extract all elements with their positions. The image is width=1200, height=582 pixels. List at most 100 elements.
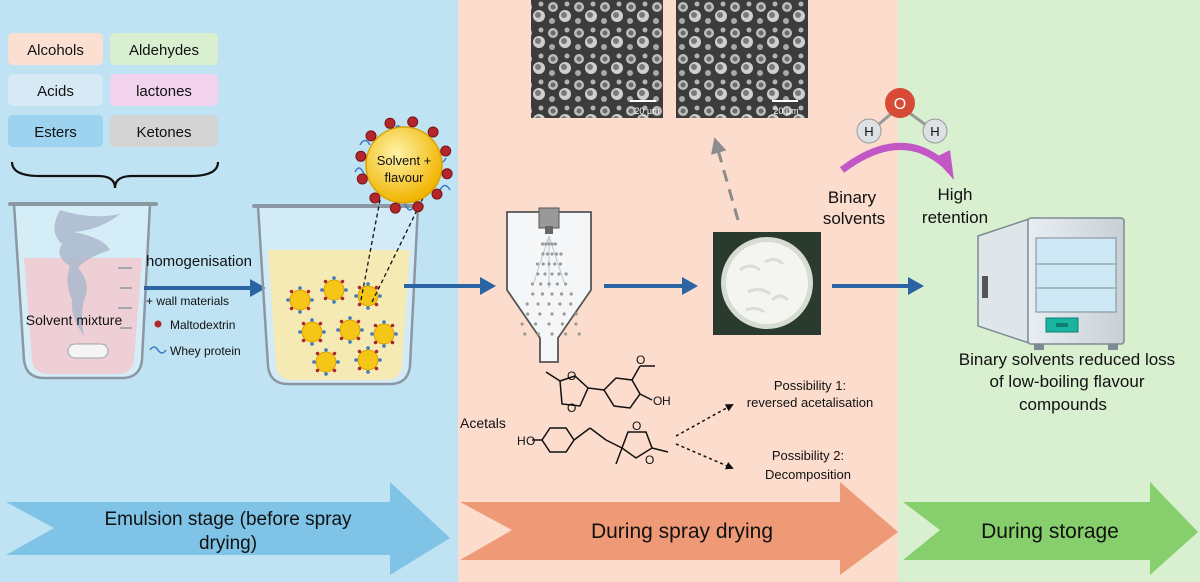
spray-particle-icon xyxy=(574,322,578,326)
acetal-atom: H xyxy=(517,434,526,448)
acetal-atom: O xyxy=(526,434,535,448)
maltodextrin-particle-icon xyxy=(431,188,443,200)
emulsion-droplet-icon xyxy=(312,348,340,376)
maltodextrin-particle-icon xyxy=(441,168,453,180)
sem-image-left xyxy=(531,0,663,118)
emulsion-droplet-icon xyxy=(286,286,314,314)
spray-particle-icon xyxy=(555,282,559,286)
spray-particle-icon xyxy=(534,322,538,326)
emulsion-droplet-icon xyxy=(336,316,364,344)
emulsion-droplet-icon xyxy=(320,276,348,304)
spray-particle-icon xyxy=(539,282,543,286)
spray-stage-banner xyxy=(460,482,898,575)
spray-particle-icon xyxy=(523,332,527,336)
incubator-icon xyxy=(977,216,1125,350)
acetal-atom: H xyxy=(662,394,671,408)
compound-class-tags: Alcohols Aldehydes Acids lactones Esters… xyxy=(8,33,218,147)
emulsion-droplet-icon xyxy=(370,320,398,348)
water-hydrogen-label: H xyxy=(930,124,939,139)
maltodextrin-particle-icon xyxy=(365,130,377,142)
spray-particle-icon xyxy=(547,262,551,266)
homogenisation-label: homogenisation xyxy=(146,253,252,270)
maltodextrin-particle-icon xyxy=(356,173,368,185)
tag-esters xyxy=(8,115,103,147)
spray-particle-icon xyxy=(536,332,541,336)
powder-dish-icon xyxy=(713,232,821,335)
spray-particle-icon xyxy=(550,332,554,336)
spray-particle-icon xyxy=(547,302,551,306)
spray-particle-icon xyxy=(577,332,581,336)
spray-particle-icon xyxy=(530,282,535,286)
spray-particle-icon xyxy=(557,272,561,276)
spray-particle-icon xyxy=(562,312,566,316)
tag-acids xyxy=(8,74,103,106)
flow-arrow xyxy=(404,277,496,295)
flow-arrow xyxy=(832,277,924,295)
acetal-atom: O xyxy=(567,369,576,383)
maltodextrin-particle-icon xyxy=(412,201,424,213)
spray-particle-icon xyxy=(541,262,545,266)
possibility-2-detail: Decomposition xyxy=(765,467,851,482)
whey-protein-label: Whey protein xyxy=(170,344,241,358)
spray-particles xyxy=(520,242,581,336)
spray-particle-icon xyxy=(564,282,568,286)
flow-arrow xyxy=(604,277,698,295)
spray-particle-icon xyxy=(547,322,551,326)
tag-acids-label: Acids xyxy=(37,83,74,100)
whey-protein-legend-icon xyxy=(149,346,167,354)
tag-aldehydes xyxy=(110,33,218,65)
emulsion-banner-line2: drying) xyxy=(199,533,257,554)
water-molecule-icon xyxy=(856,88,948,144)
spray-particle-icon xyxy=(525,302,529,306)
acetal-atom: O xyxy=(645,453,654,467)
tag-lactones xyxy=(110,74,218,106)
scale-bar xyxy=(772,100,798,102)
storage-summary-line1: Binary solvents reduced loss xyxy=(959,350,1175,369)
emulsion-banner-line1: Emulsion stage (before spray xyxy=(104,509,352,530)
spray-particle-icon xyxy=(550,252,554,256)
tag-alcohols xyxy=(8,33,103,65)
storage-summary-line2: of low-boiling flavour xyxy=(990,372,1145,391)
acetal-atom: O xyxy=(632,419,641,433)
spray-particle-icon xyxy=(553,242,558,246)
storage-banner-label: During storage xyxy=(981,520,1119,543)
maltodextrin-particle-icon xyxy=(427,126,439,138)
high-retention-label: High xyxy=(938,185,973,204)
maltodextrin-legend-icon xyxy=(154,320,162,328)
spray-particle-icon xyxy=(574,312,578,316)
spray-particle-icon xyxy=(543,272,547,276)
water-hydrogen-label: H xyxy=(864,124,873,139)
spray-particle-icon xyxy=(531,292,535,296)
maltodextrin-label: Maltodextrin xyxy=(170,318,235,332)
spray-particle-icon xyxy=(540,292,545,296)
retention-arrow-icon xyxy=(839,143,947,173)
binary-solvents-label: Binary xyxy=(828,188,877,207)
spray-particle-icon xyxy=(526,312,530,316)
emulsion-droplet-icon xyxy=(298,318,326,346)
spray-particle-icon xyxy=(558,302,562,306)
maltodextrin-particles xyxy=(355,116,453,214)
tag-ketones xyxy=(110,115,218,147)
spray-particle-icon xyxy=(558,262,563,266)
spray-particle-icon xyxy=(559,252,563,256)
spray-particle-icon xyxy=(550,272,554,276)
sem-scale-right: 20 µm xyxy=(773,106,798,116)
possibility-arrow xyxy=(675,443,734,470)
tag-alcohols-label: Alcohols xyxy=(27,42,84,59)
sem-scale-left: 20 µm xyxy=(634,106,659,116)
acetal-atom: O xyxy=(636,353,645,367)
homogenisation-arrow xyxy=(144,279,266,297)
emulsion-droplet-icon xyxy=(354,346,382,374)
zoom-line xyxy=(371,195,425,303)
spray-particle-icon xyxy=(550,242,554,246)
acetals-label: Acetals xyxy=(460,415,506,431)
spray-particle-icon xyxy=(520,322,524,326)
spray-particle-icon xyxy=(536,272,540,276)
retention-arrow-head xyxy=(934,150,954,180)
zoom-line xyxy=(360,199,381,301)
emulsion-droplet-icon xyxy=(354,282,382,310)
magnify-arrow xyxy=(711,137,740,221)
spray-particle-icon xyxy=(538,312,542,316)
tag-esters-label: Esters xyxy=(34,124,77,141)
storage-summary-line3: compounds xyxy=(1019,395,1107,414)
